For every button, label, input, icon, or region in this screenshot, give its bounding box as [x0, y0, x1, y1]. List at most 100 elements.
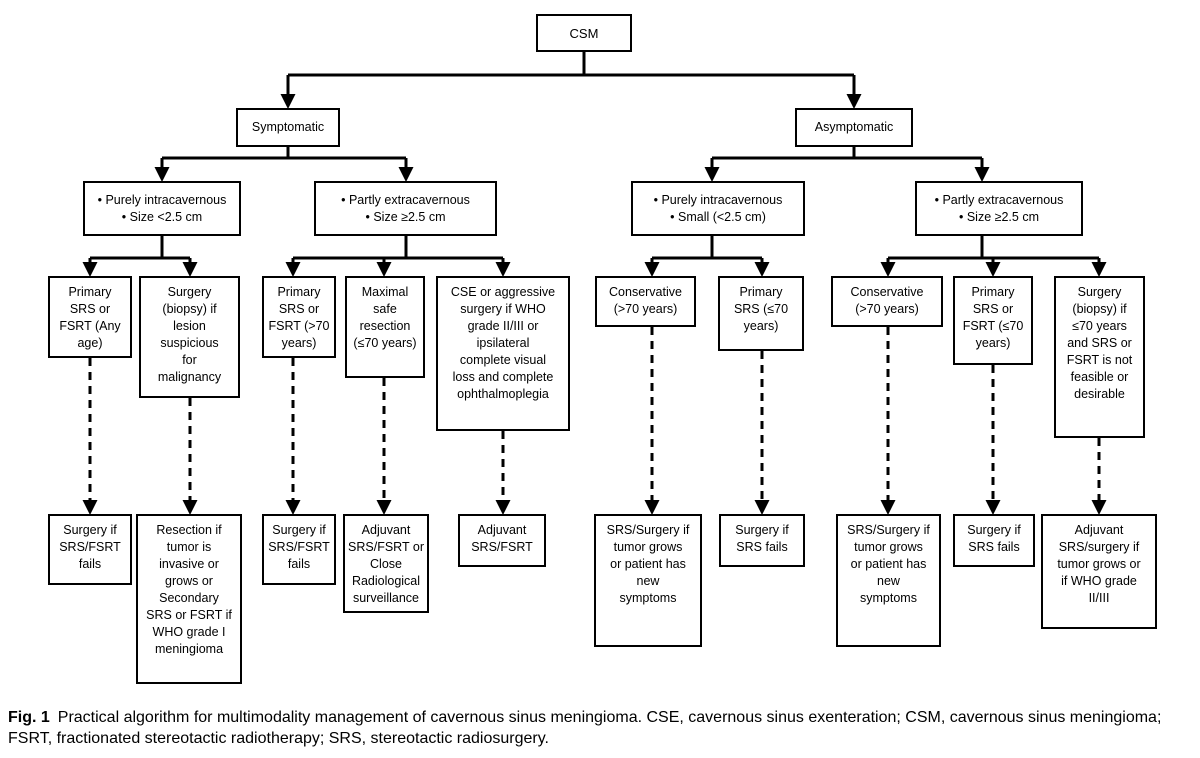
node-text-line: or patient has — [850, 557, 927, 571]
node-text-line: invasive or — [159, 557, 219, 571]
node-text-line: Conservative — [850, 285, 924, 299]
node-text-line: feasible or — [1070, 370, 1129, 384]
node-text-line: years) — [975, 336, 1011, 350]
node-symptomatic: Symptomatic — [236, 108, 340, 147]
node-text-line: Symptomatic — [251, 120, 325, 134]
connector-asymptomatic — [712, 147, 982, 160]
node-text-line: • Size ≥2.5 cm — [958, 209, 1039, 224]
node-conservative-over-70: Conservative (>70 years) — [595, 276, 696, 327]
node-text-line: Primary — [277, 285, 321, 299]
node-text-line: FSRT (≤70 — [962, 319, 1024, 333]
node-text-line: FSRT (>70 — [268, 319, 330, 333]
node-conservative-over-70-extra: Conservative (>70 years) — [831, 276, 943, 327]
node-text-line: Asymptomatic — [814, 120, 894, 134]
node-text-line: SRS/Surgery if — [606, 523, 690, 537]
caption-text: Practical algorithm for multimodality ma… — [8, 709, 1162, 747]
node-text-line: Surgery if — [63, 523, 117, 537]
node-text-line: (biopsy) if — [162, 302, 217, 316]
node-text-line: SRS or — [972, 302, 1014, 316]
node-text-line: (>70 years) — [855, 302, 919, 316]
node-text-line: SRS/Surgery if — [847, 523, 930, 537]
node-text-line: meningioma — [154, 642, 224, 656]
node-text-line: Surgery if — [272, 523, 326, 537]
node-text-line: CSE or aggressive — [450, 285, 556, 299]
node-text-line: FSRT (Any — [59, 319, 121, 333]
connector-symptomatic — [162, 147, 406, 160]
node-text-line: SRS or FSRT if — [146, 608, 232, 622]
node-text-line: • Purely intracavernous — [97, 192, 227, 207]
node-text-line: (biopsy) if — [1072, 302, 1127, 316]
node-text-line: Primary — [68, 285, 112, 299]
node-text-line: Surgery — [1077, 285, 1122, 299]
node-text-line: Conservative — [609, 285, 682, 299]
figure-label: Fig. 1 — [8, 709, 50, 726]
node-asymptomatic-partly-extracavernous: • Partly extracavernous• Size ≥2.5 cm — [915, 181, 1083, 236]
node-text-line: years) — [281, 336, 317, 350]
connector-a-extra — [888, 236, 1099, 260]
node-text-line: safe — [373, 302, 397, 316]
node-text-line: ipsilateral — [476, 336, 530, 350]
node-asymptomatic: Asymptomatic — [795, 108, 913, 147]
node-text-line: symptoms — [860, 591, 917, 605]
node-symptomatic-purely-intracavernous: • Purely intracavernous • Size <2.5 cm — [83, 181, 241, 236]
node-text-line: SRS/FSRT — [471, 540, 533, 554]
node-text-line: tumor grows or — [1057, 557, 1141, 571]
node-text-line: grows or — [165, 574, 213, 588]
node-text-line: loss and complete — [452, 370, 554, 384]
node-text-line: SRS fails — [736, 540, 788, 554]
node-text-line: new — [636, 574, 660, 588]
node-text-line: • Purely intracavernous — [653, 192, 783, 207]
node-text-line: surveillance — [352, 591, 419, 605]
node-text-line: SRS (≤70 — [733, 302, 789, 316]
node-text-line: SRS or — [69, 302, 111, 316]
node-text-line: surgery if WHO — [460, 302, 546, 316]
node-text-line: ophthalmoplegia — [457, 387, 549, 401]
connector-s-intra — [90, 236, 190, 260]
node-text-line: age) — [77, 336, 103, 350]
node-text-line: (≤70 years) — [353, 336, 417, 350]
node-text-line: for — [182, 353, 197, 367]
node-text-line: SRS fails — [968, 540, 1020, 554]
node-text-line: SRS or — [278, 302, 320, 316]
node-text-line: years) — [743, 319, 779, 333]
node-symptomatic-partly-extracavernous: • Partly extracavernous• Size ≥2.5 cm — [314, 181, 497, 236]
node-text-line: ≤70 years — [1072, 319, 1127, 333]
node-text-line: Maximal — [361, 285, 409, 299]
node-text-line: Adjuvant — [1074, 523, 1124, 537]
node-asymptomatic-purely-intracavernous: • Purely intracavernous• Small (<2.5 cm) — [631, 181, 805, 236]
node-text-line: and SRS or — [1067, 336, 1132, 350]
node-text-line: • Partly extracavernous — [341, 192, 470, 207]
node-text-line: SRS/surgery if — [1058, 540, 1140, 554]
node-text-line: symptoms — [619, 591, 677, 605]
node-text-line: Secondary — [159, 591, 219, 605]
node-text-line: Primary — [739, 285, 783, 299]
node-text-line: suspicious — [160, 336, 219, 350]
node-text-line: malignancy — [157, 370, 222, 384]
node-text-line: Close — [370, 557, 402, 571]
node-text-line: (>70 years) — [613, 302, 678, 316]
node-text-line: Resection if — [156, 523, 222, 537]
node-text-line: SRS/FSRT — [268, 540, 330, 554]
node-text-line: WHO grade I — [152, 625, 226, 639]
node-text-line: II/III — [1088, 591, 1110, 605]
node-text-line: tumor grows — [854, 540, 923, 554]
node-text-line: desirable — [1074, 387, 1125, 401]
node-text-line: tumor is — [166, 540, 212, 554]
node-text-line: • Size <2.5 cm — [121, 209, 203, 224]
node-text-line: complete visual — [459, 353, 547, 367]
node-text-line: SRS/FSRT or — [348, 540, 424, 554]
